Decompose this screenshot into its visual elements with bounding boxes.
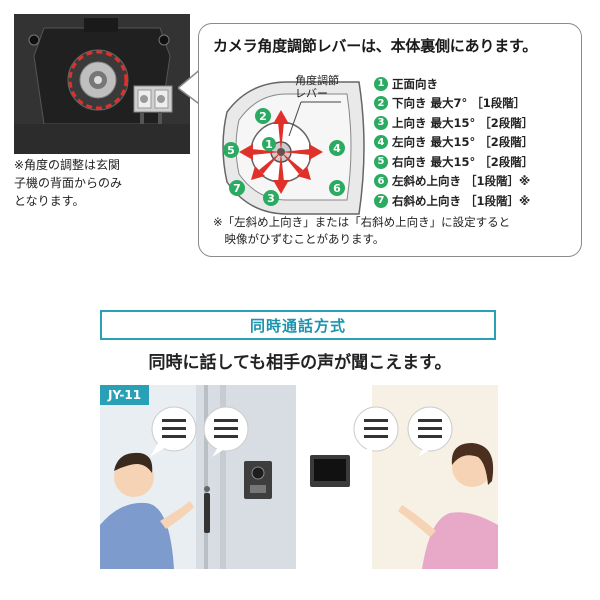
diagram-num-5: 5 bbox=[227, 144, 235, 157]
diagram-num-3: 3 bbox=[267, 192, 275, 205]
diagram-num-7: 7 bbox=[233, 182, 241, 195]
section-label-text: 同時通話方式 bbox=[249, 316, 346, 335]
direction-arrows bbox=[239, 110, 323, 194]
number-badge: 5 bbox=[374, 154, 388, 169]
number-badge: 7 bbox=[374, 193, 388, 208]
diagram-num-6: 6 bbox=[333, 182, 341, 195]
distortion-note: ※「左斜め上向き」または「右斜め上向き」に設定すると 映像がひずむことがあります… bbox=[213, 215, 511, 246]
diagram-num-4: 4 bbox=[333, 142, 341, 155]
number-badge: 6 bbox=[374, 174, 388, 189]
speech-bubbles-right bbox=[353, 406, 453, 457]
lever-direction-diagram: 1 2 3 4 5 6 7 bbox=[222, 81, 365, 215]
number-badge: 3 bbox=[374, 115, 388, 130]
device-adjust-note: ※角度の調整は玄関 子機の背面からのみ となります。 bbox=[14, 158, 123, 208]
lever-callout: カメラ角度調節レバーは、本体裏側にあります。 1 2 3 4 5 6 7 bbox=[198, 23, 582, 257]
two-way-call-illustration bbox=[100, 385, 498, 569]
number-badge: 4 bbox=[374, 135, 388, 150]
number-badge: 2 bbox=[374, 96, 388, 111]
diagram-num-2: 2 bbox=[259, 110, 267, 123]
section-subtitle: 同時に話しても相手の声が聞こえます。 bbox=[148, 353, 452, 373]
callout-title: カメラ角度調節レバーは、本体裏側にあります。 bbox=[213, 37, 538, 55]
diagram-num-1: 1 bbox=[265, 138, 273, 151]
section-label: 同時通話方式 bbox=[100, 310, 496, 340]
visitor-figure bbox=[100, 452, 194, 569]
lever-label: 角度調節 レバー bbox=[295, 74, 339, 100]
device-back-photo bbox=[14, 14, 190, 154]
model-tag: JY-11 bbox=[100, 385, 150, 405]
speech-bubbles-left bbox=[150, 406, 249, 457]
resident-figure bbox=[398, 443, 498, 569]
number-badge: 1 bbox=[374, 76, 388, 91]
